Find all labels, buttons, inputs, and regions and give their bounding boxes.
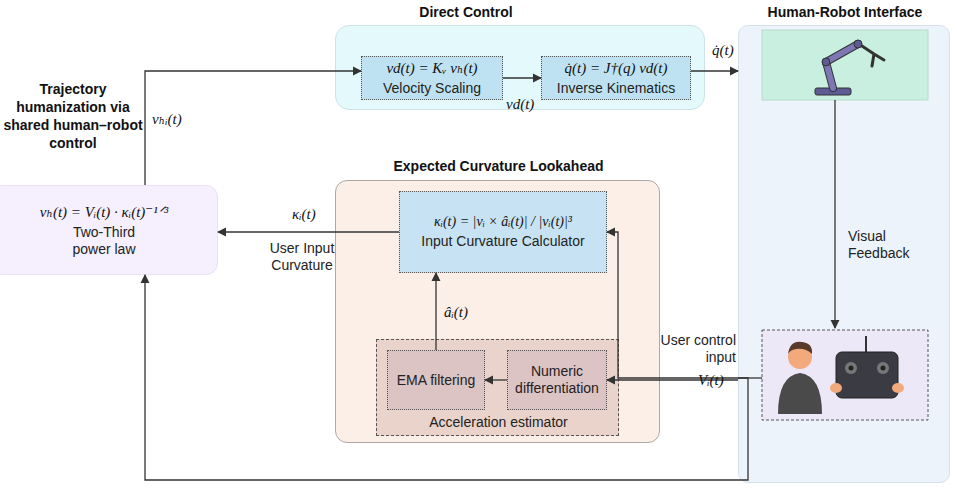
operator-panel <box>762 330 928 420</box>
annotation-label: User control input <box>660 332 736 366</box>
box-label: Velocity Scaling <box>383 80 481 97</box>
signal-arrow <box>503 77 541 78</box>
annotation-label: Vᵢ(t) <box>698 372 738 389</box>
feedback-arrow <box>834 100 835 328</box>
connector-group <box>145 71 748 480</box>
signal-arrow <box>218 231 399 232</box>
signal-arrow <box>607 379 738 380</box>
signal-arrow <box>691 70 738 71</box>
process-box: vd(t) = Kᵥ vₕ(t) Velocity Scaling <box>361 56 503 100</box>
signal-arrow <box>145 71 361 185</box>
robot-panel <box>762 30 928 100</box>
input-wire <box>738 377 762 378</box>
box-label: EMA filtering <box>397 372 476 389</box>
box-label: Acceleration estimator <box>377 414 620 431</box>
process-box: q̇(t) = J†(q) vd(t) Inverse Kinematics <box>541 56 691 100</box>
group-box: Direct Controlvd(t) = Kᵥ vₕ(t)Velocity S… <box>335 25 705 110</box>
box-label: Input Curvature Calculator <box>421 233 584 250</box>
formula-text: vd(t) = Kᵥ vₕ(t) <box>386 59 477 77</box>
formula-text: vₕ(t) = Vᵢ(t) · κᵢ(t)⁻¹ᐟ³ <box>40 203 169 221</box>
process-box: κᵢ(t) = |vᵢ × âᵢ(t)| / |vᵢ(t)|³ Input Cur… <box>399 191 607 273</box>
annotation-label: User Input Curvature <box>262 240 342 274</box>
box-label: Two-Third power law <box>57 224 152 258</box>
signal-arrow <box>435 273 436 350</box>
group-box: Expected Curvature Lookaheadκᵢ(t) = |vᵢ … <box>335 180 660 443</box>
formula-text: κᵢ(t) = |vᵢ × âᵢ(t)| / |vᵢ(t)|³ <box>434 214 572 230</box>
signal-label: vₕᵢ(t) <box>152 110 182 128</box>
group-heading: Direct Control <box>396 3 536 21</box>
signal-arrow <box>485 379 507 380</box>
group-heading: Expected Curvature Lookahead <box>336 157 661 175</box>
signal-arrow <box>145 275 748 480</box>
process-box: EMA filtering <box>387 350 485 410</box>
formula-text: q̇(t) = J†(q) vd(t) <box>565 60 668 77</box>
group-box: Acceleration estimator EMA filtering Numer… <box>376 339 619 436</box>
signal-arrow <box>607 232 738 378</box>
signal-label: q̇(t) <box>712 42 734 59</box>
group-heading: Human-Robot Interface <box>739 3 951 21</box>
signal-label: κᵢ(t) <box>292 206 316 223</box>
box-label: Numeric differentiation <box>508 363 606 397</box>
interface-band: Human-Robot Interface <box>738 25 950 483</box>
box-label: Inverse Kinematics <box>557 80 675 97</box>
process-box: Numeric differentiation <box>507 350 607 410</box>
group-heading: Trajectory humanization via shared human… <box>0 80 147 152</box>
process-box: Trajectory humanization via shared human… <box>0 185 218 275</box>
